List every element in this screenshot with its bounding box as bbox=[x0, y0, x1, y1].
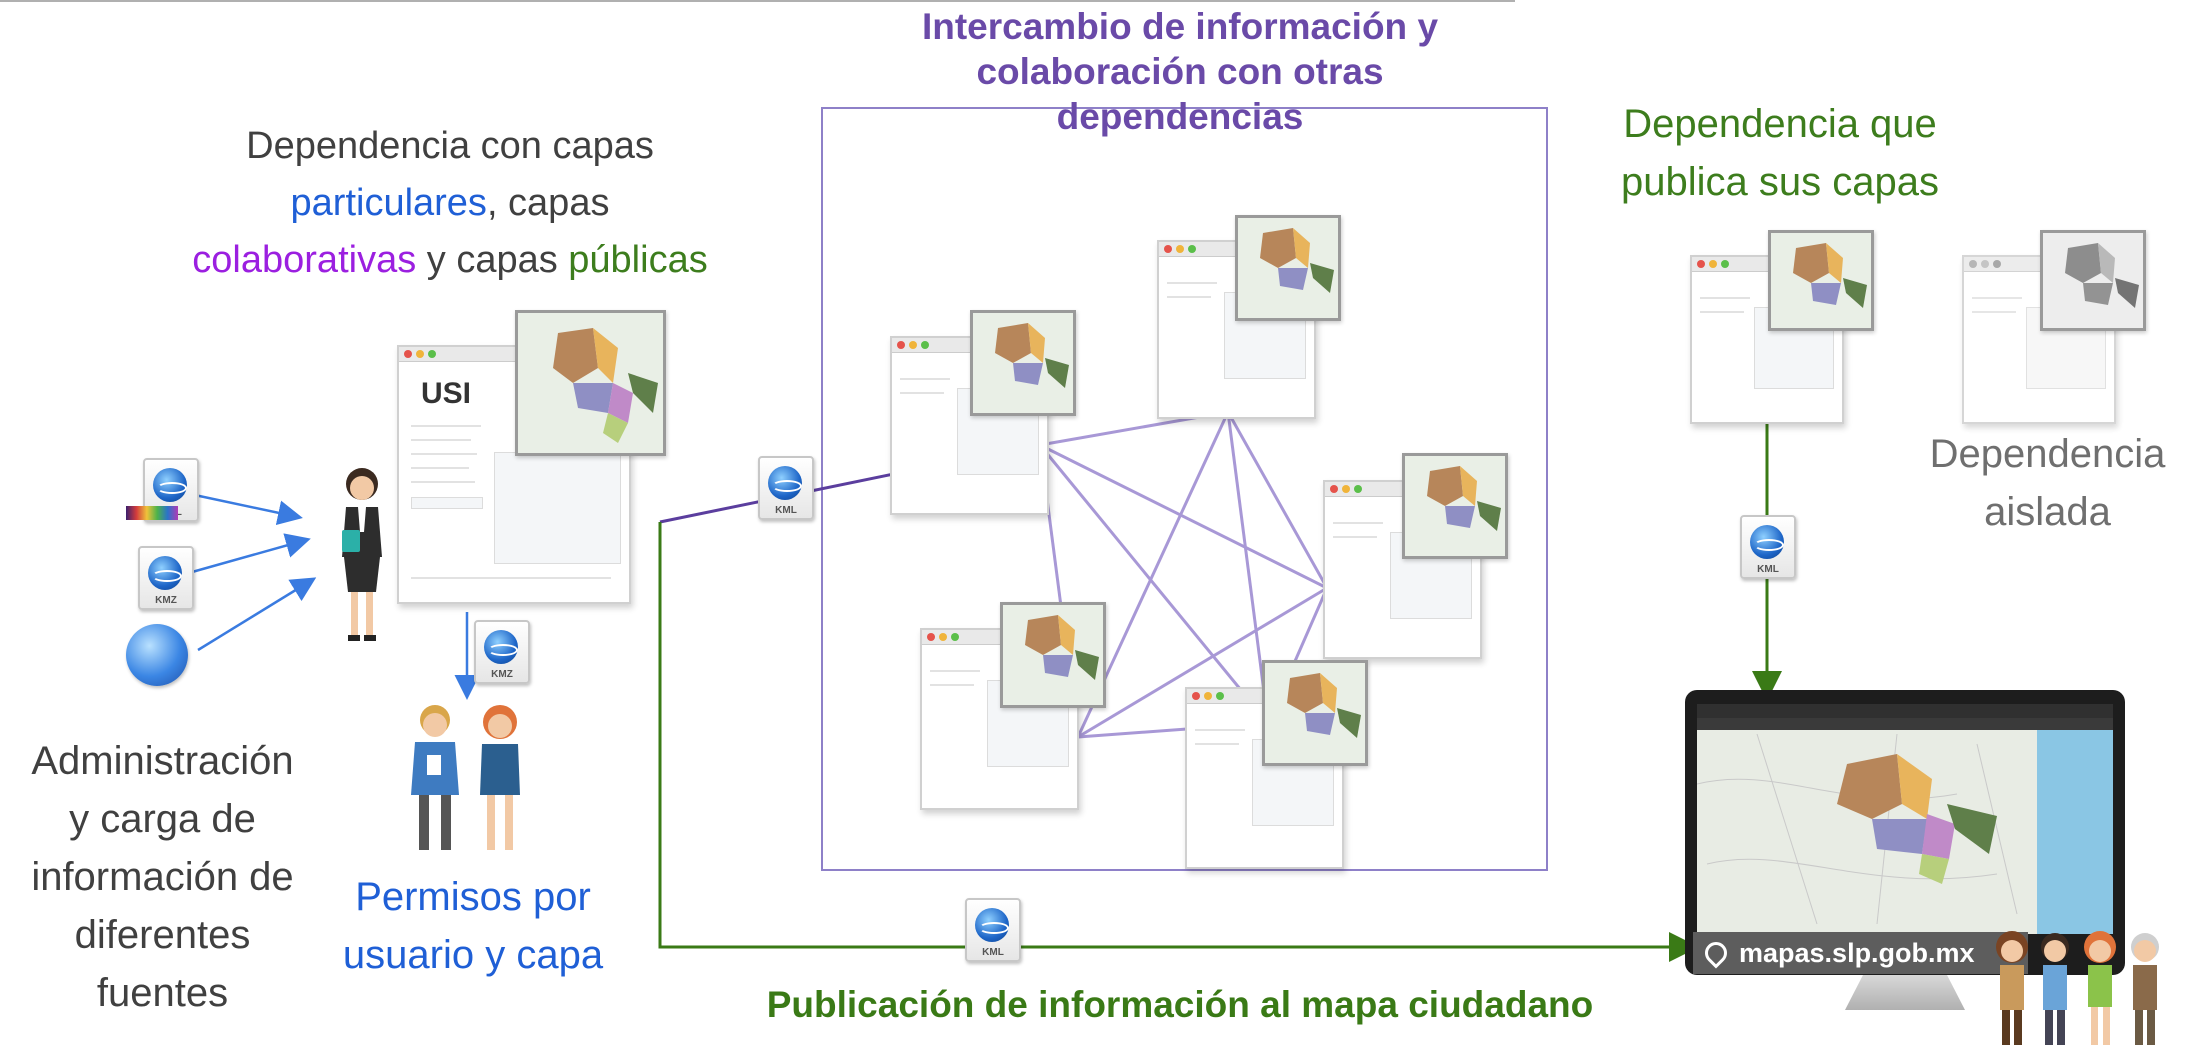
dependencia-capas-line-2: particulares, capas bbox=[130, 175, 770, 232]
dependencia-capas-line-3: colaborativas y capas públicas bbox=[130, 232, 770, 289]
monitor-stand bbox=[1845, 975, 1965, 1010]
dependency-map-thumbnail bbox=[970, 310, 1076, 416]
isolated-map-thumbnail bbox=[2040, 230, 2146, 331]
kmz-file-label: KMZ bbox=[491, 669, 513, 680]
woman-icon bbox=[470, 700, 530, 858]
publicacion-title: Publicación de información al mapa ciuda… bbox=[766, 984, 1594, 1025]
dependencia-capas-line-1: Dependencia con capas bbox=[246, 125, 654, 167]
url-bar: mapas.slp.gob.mx bbox=[1693, 932, 2028, 974]
aislada-line-1: Dependencia bbox=[1929, 432, 2166, 476]
kml-file-icon: KML bbox=[758, 456, 814, 520]
color-ramp-icon bbox=[126, 506, 178, 520]
publica-line-1: Dependencia que bbox=[1623, 102, 1937, 146]
dependency-map-thumbnail bbox=[1235, 215, 1341, 321]
y-capas-label: y capas bbox=[416, 239, 569, 281]
monitor-screen bbox=[1697, 704, 2113, 934]
location-pin-icon bbox=[1700, 937, 1732, 969]
administracion-line-4: diferentes bbox=[74, 913, 251, 957]
dependency-map-thumbnail bbox=[1000, 602, 1106, 708]
citizens-icon bbox=[1990, 925, 2190, 1047]
usi-map-thumbnail bbox=[515, 310, 666, 456]
kmz-file-label: KMZ bbox=[155, 595, 177, 606]
intercambio-line-3: dependencias bbox=[1056, 96, 1304, 138]
kmz-file-icon: KMZ bbox=[474, 620, 530, 684]
publishing-map-thumbnail bbox=[1768, 230, 1874, 331]
aislada-title: Dependencia aislada bbox=[1900, 425, 2195, 541]
monitor-icon bbox=[1685, 690, 2125, 1020]
publica-title: Dependencia que publica sus capas bbox=[1560, 95, 2000, 211]
aislada-line-2: aislada bbox=[1984, 490, 2111, 534]
administracion-line-5: fuentes bbox=[96, 971, 229, 1015]
dependencia-capas-title: Dependencia con capas particulares, capa… bbox=[130, 118, 770, 289]
administracion-title: Administración y carga de información de… bbox=[0, 732, 325, 1022]
administracion-line-3: información de bbox=[31, 855, 294, 899]
kml-file-label: KML bbox=[775, 505, 797, 516]
man-icon bbox=[405, 700, 465, 858]
colaborativas-label: colaborativas bbox=[192, 239, 417, 281]
intercambio-line-2: colaboración con otras bbox=[976, 51, 1384, 93]
intercambio-title: Intercambio de información y colaboració… bbox=[840, 4, 1520, 139]
capas-comma-label: , capas bbox=[486, 182, 610, 224]
google-earth-icon bbox=[126, 624, 188, 686]
permisos-line-2: usuario y capa bbox=[342, 933, 604, 977]
top-rule bbox=[0, 0, 1515, 2]
publicas-label: públicas bbox=[568, 239, 708, 281]
woman-icon bbox=[330, 462, 395, 647]
url-label: mapas.slp.gob.mx bbox=[1739, 937, 1975, 968]
usi-label: USI bbox=[421, 377, 472, 410]
dependency-map-thumbnail bbox=[1402, 453, 1508, 559]
permisos-title: Permisos por usuario y capa bbox=[318, 868, 628, 984]
dependency-map-thumbnail bbox=[1262, 660, 1368, 766]
intercambio-line-1: Intercambio de información y bbox=[921, 6, 1439, 47]
kml-file-label: KML bbox=[982, 947, 1004, 958]
administracion-line-2: y carga de bbox=[69, 797, 256, 841]
particulares-label: particulares bbox=[290, 182, 487, 224]
administracion-line-1: Administración bbox=[31, 739, 294, 783]
publica-line-2: publica sus capas bbox=[1621, 160, 1939, 204]
permisos-line-1: Permisos por bbox=[355, 875, 591, 919]
kml-file-label: KML bbox=[1757, 564, 1779, 575]
kml-file-icon: KML bbox=[1740, 515, 1796, 579]
kmz-file-icon: KMZ bbox=[138, 546, 194, 610]
kml-file-icon: KML bbox=[965, 898, 1021, 962]
